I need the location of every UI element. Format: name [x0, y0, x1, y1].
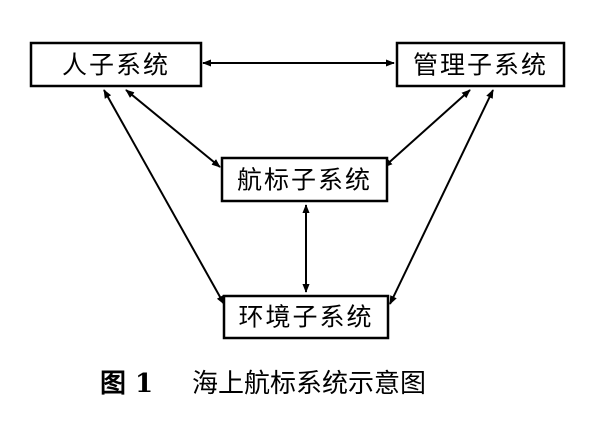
- caption-number: 图 1: [100, 369, 153, 399]
- node-human-label: 人子系统: [62, 51, 170, 80]
- node-aids-label: 航标子系统: [237, 166, 372, 195]
- node-aids: 航标子系统: [220, 156, 389, 203]
- node-environment: 环境子系统: [222, 294, 390, 340]
- figure-caption: 图 1 海上航标系统示意图: [100, 369, 426, 399]
- node-environment-label: 环境子系统: [238, 303, 373, 332]
- caption-title: 海上航标系统示意图: [192, 369, 426, 399]
- node-management-label: 管理子系统: [413, 51, 548, 80]
- edge-human-environment: [103, 89, 225, 305]
- node-management: 管理子系统: [395, 41, 566, 88]
- edge-management-environment: [389, 89, 494, 305]
- node-human: 人子系统: [29, 41, 203, 88]
- edge-management-aids: [383, 89, 471, 168]
- edges: [103, 59, 494, 305]
